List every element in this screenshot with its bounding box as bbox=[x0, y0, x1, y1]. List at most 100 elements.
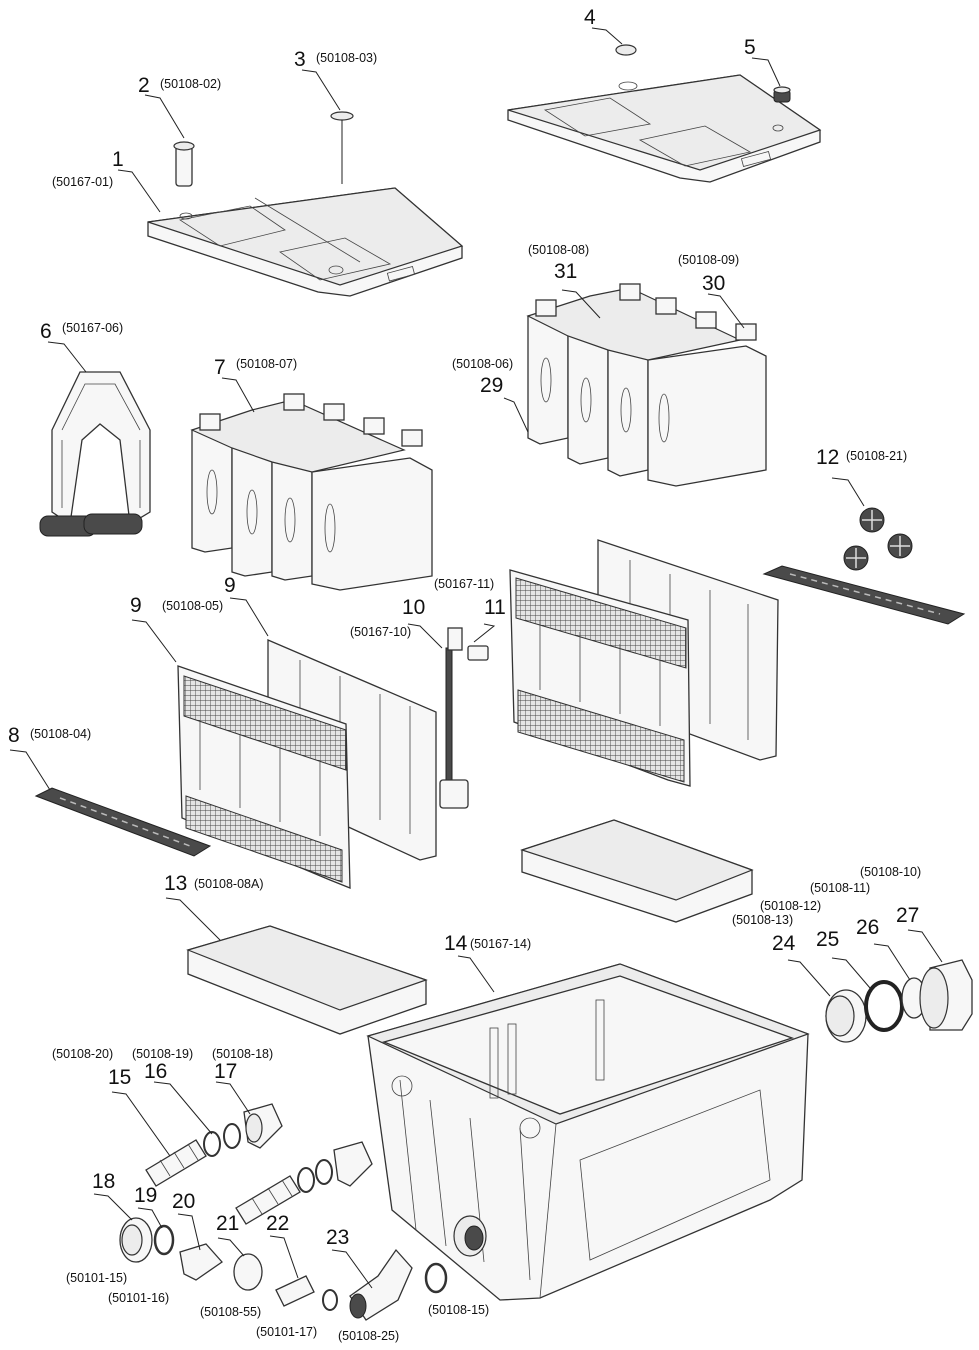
part-4-cap bbox=[615, 44, 637, 56]
callout-25: 25 (50108-12) bbox=[760, 899, 839, 951]
callout-1: 1 (50167-01) bbox=[52, 148, 124, 189]
callout-code: (50101-15) bbox=[66, 1271, 127, 1285]
callout-number: 10 bbox=[402, 596, 425, 619]
callout-code: (50108-10) bbox=[860, 865, 921, 879]
callout-number: 19 bbox=[134, 1184, 157, 1207]
callout-code: (50167-06) bbox=[62, 321, 123, 335]
callout-code: (50108-15) bbox=[428, 1303, 489, 1317]
callout-3: 3(50108-03) bbox=[294, 48, 377, 71]
callout-number: 26 bbox=[856, 916, 879, 939]
callout-code: (50167-01) bbox=[52, 175, 113, 189]
part-6-brush-frame bbox=[39, 371, 151, 537]
callout-24: 24 (50108-13) bbox=[732, 913, 796, 955]
callout-code: (50167-10) bbox=[350, 625, 411, 639]
callout-code: (50108-07) bbox=[236, 357, 297, 371]
callout-code: (50167-14) bbox=[470, 937, 531, 951]
callout-code: (50108-09) bbox=[678, 253, 739, 267]
callout-code: (50108-20) bbox=[52, 1047, 113, 1061]
callout-number: 14 bbox=[444, 932, 468, 955]
callout-number: 29 bbox=[480, 374, 503, 397]
part-25-washer bbox=[864, 980, 904, 1032]
callout-code: (50108-11) bbox=[810, 881, 870, 895]
callout-code: (50108-06) bbox=[452, 357, 513, 371]
part-12-bio-balls bbox=[843, 507, 913, 571]
callout-7: 7(50108-07) bbox=[214, 356, 297, 379]
callout-number: 17 bbox=[214, 1060, 237, 1083]
callout-11: 11(50167-11) bbox=[434, 577, 506, 619]
callout-number: 5 bbox=[744, 36, 756, 59]
callout-code: (50108-13) bbox=[732, 913, 793, 927]
callout-number: 30 bbox=[702, 272, 725, 295]
callout-18: 18(50101-15) bbox=[66, 1170, 127, 1285]
part-21-nut bbox=[233, 1253, 263, 1291]
callout-6: 6 (50167-06) bbox=[40, 320, 123, 343]
part-9-plates-right bbox=[509, 539, 779, 787]
part-17-union-nut bbox=[243, 1103, 283, 1149]
callout-27: 27 (50108-10) bbox=[860, 865, 921, 927]
callout-number: 21 bbox=[216, 1212, 239, 1235]
callout-code: (50108-55) bbox=[200, 1305, 261, 1319]
callout-number: 3 bbox=[294, 48, 306, 71]
part-24-nut bbox=[825, 989, 867, 1043]
part-14-tank bbox=[366, 963, 810, 1301]
callout-code: (50108-18) bbox=[212, 1047, 273, 1061]
foam-pad-right bbox=[520, 819, 754, 923]
callout-number: 25 bbox=[816, 928, 839, 951]
callout-15: 15 (50108-20) bbox=[52, 1047, 131, 1089]
callout-50108-15: (50108-15) bbox=[428, 1303, 489, 1317]
callout-code: (50108-19) bbox=[132, 1047, 193, 1061]
part-19-washer bbox=[153, 1224, 175, 1256]
callout-10: 10 (50167-10) bbox=[350, 596, 425, 639]
part-10-rod bbox=[439, 627, 469, 809]
callout-number: 15 bbox=[108, 1066, 131, 1089]
callout-code: (50108-21) bbox=[846, 449, 907, 463]
part-27-connector bbox=[919, 959, 973, 1031]
callout-21: 21 (50108-55) bbox=[200, 1212, 261, 1319]
callout-number: 12 bbox=[816, 446, 839, 469]
part-23-elbow bbox=[349, 1248, 413, 1321]
part-2-pin bbox=[173, 141, 195, 187]
part-16-washers bbox=[203, 1123, 241, 1157]
callout-number: 20 bbox=[172, 1190, 195, 1213]
callout-19: 19 (50101-16) bbox=[108, 1184, 169, 1305]
part-18-nut bbox=[119, 1217, 153, 1263]
callout-code: (50108-04) bbox=[30, 727, 91, 741]
part-13-foam-pad bbox=[186, 925, 428, 1035]
callout-number: 9 bbox=[130, 594, 142, 617]
callout-22: 22(50101-17) bbox=[256, 1212, 317, 1339]
part-9-plates-left bbox=[177, 639, 437, 889]
callout-4: 4 bbox=[584, 6, 596, 29]
callout-code: (50108-02) bbox=[160, 77, 221, 91]
callout-8: 8 (50108-04) bbox=[8, 724, 91, 747]
callout-20: 20 bbox=[172, 1190, 195, 1213]
leader-lines bbox=[9, 27, 943, 1289]
callout-number: 24 bbox=[772, 932, 796, 955]
callout-number: 1 bbox=[112, 148, 124, 171]
callout-number: 27 bbox=[896, 904, 919, 927]
callout-number: 31 bbox=[554, 260, 577, 283]
part-1-lid bbox=[147, 187, 464, 297]
callout-9-left: 9 (50108-05) bbox=[130, 594, 223, 617]
part-7-filter-cartridges bbox=[190, 393, 433, 591]
callout-26: 26 (50108-11) bbox=[810, 881, 879, 939]
part-3-plug bbox=[330, 111, 354, 184]
part-29-31-filter-cartridges bbox=[526, 283, 767, 487]
callout-9-right: 9 bbox=[224, 574, 236, 597]
callout-number: 22 bbox=[266, 1212, 289, 1235]
callout-number: 23 bbox=[326, 1226, 349, 1249]
part-20-elbow bbox=[179, 1243, 223, 1281]
callout-14: 14(50167-14) bbox=[444, 932, 531, 955]
callout-number: 13 bbox=[164, 872, 187, 895]
callout-code: (50101-16) bbox=[108, 1291, 169, 1305]
callout-2: 2(50108-02) bbox=[138, 74, 221, 97]
callout-number: 6 bbox=[40, 320, 52, 343]
callout-31: 31(50108-08) bbox=[528, 243, 589, 283]
callout-code: (50108-25) bbox=[338, 1329, 399, 1343]
callout-code: (50108-05) bbox=[162, 599, 223, 613]
callout-number: 11 bbox=[484, 596, 506, 619]
part-upper-lid bbox=[507, 74, 822, 183]
callout-number: 9 bbox=[224, 574, 236, 597]
callout-number: 8 bbox=[8, 724, 20, 747]
callout-code: (50108-12) bbox=[760, 899, 821, 913]
